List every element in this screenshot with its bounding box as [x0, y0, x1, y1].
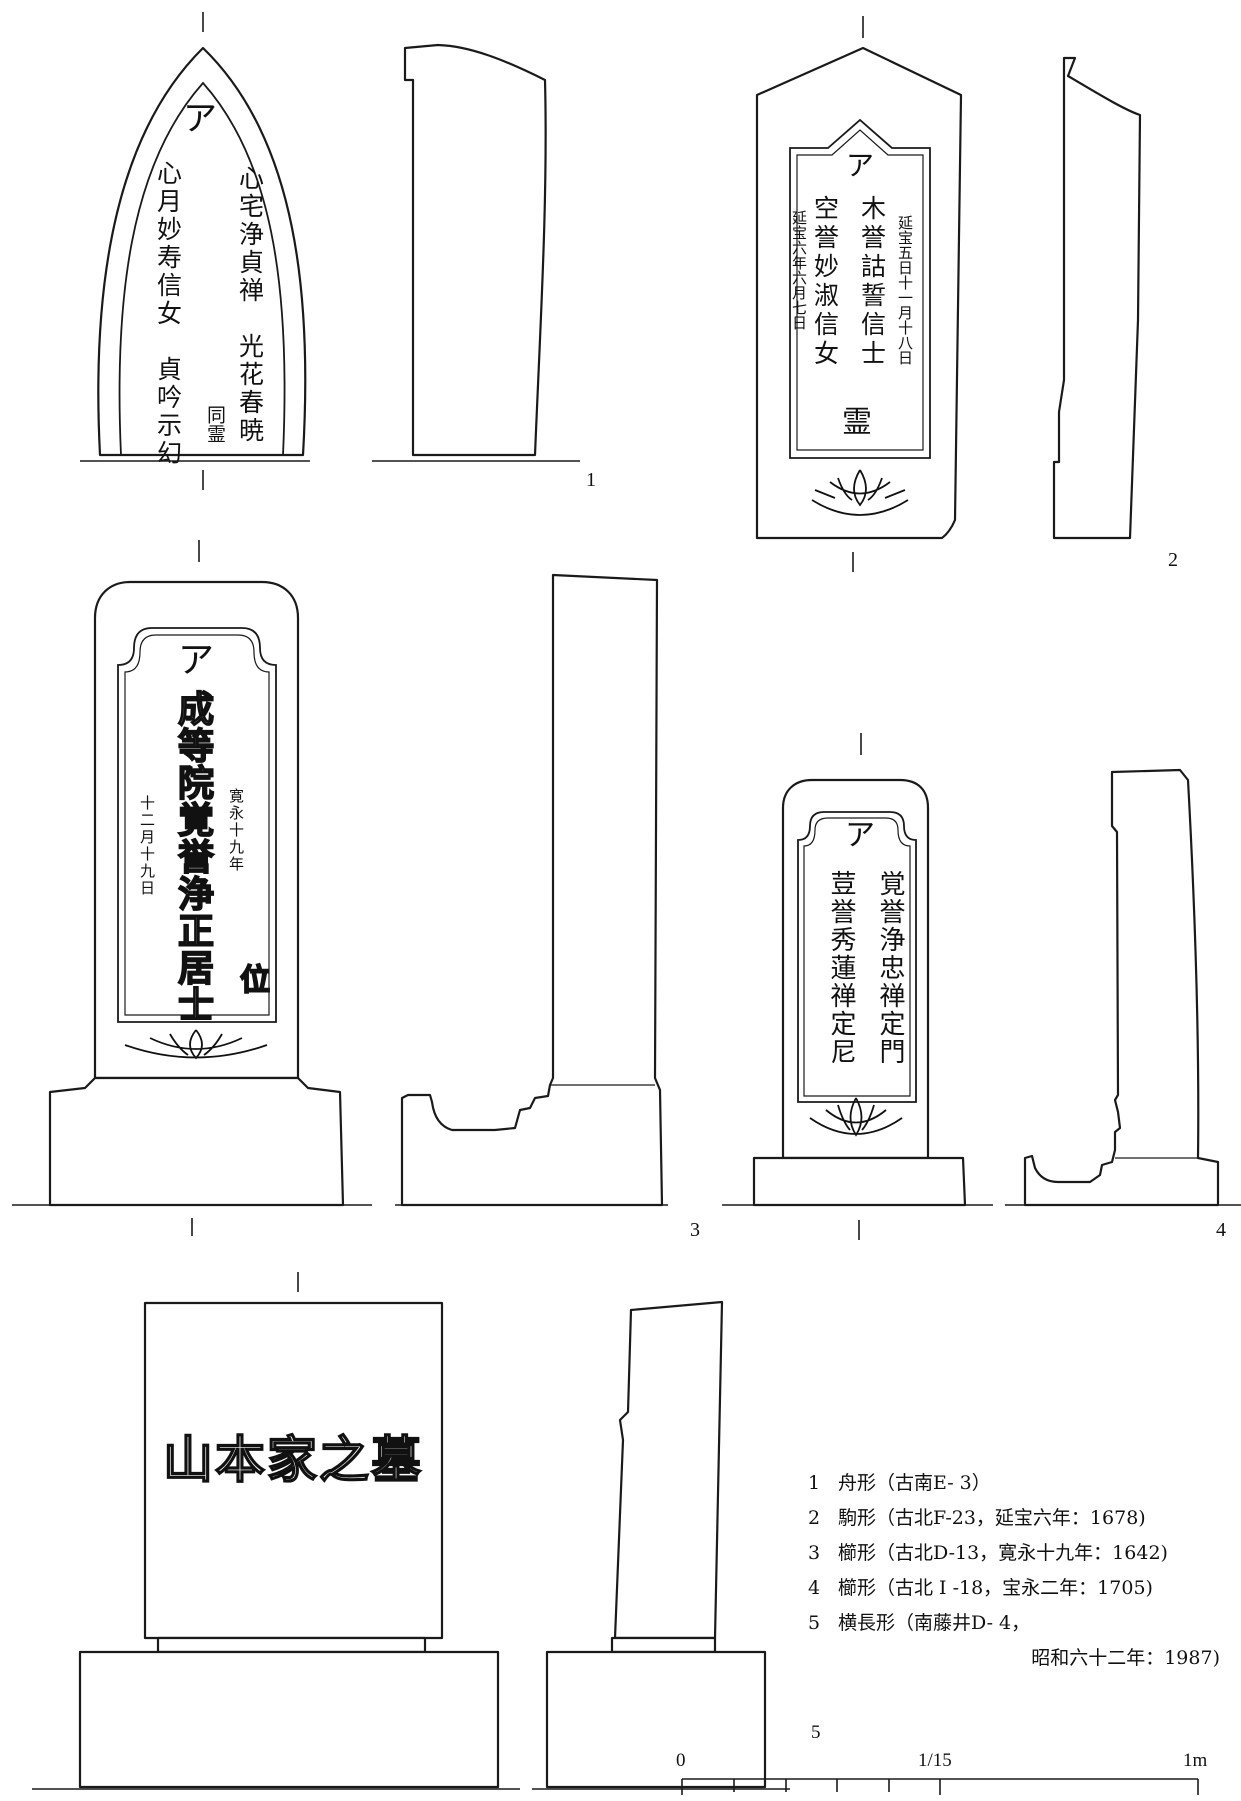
stone-5-side — [613, 1300, 724, 1640]
stone-base — [78, 1650, 500, 1789]
figure-number: 3 — [690, 1219, 700, 1241]
legend-item: 2 駒形（古北F-23，延宝六年：1678) — [808, 1501, 1228, 1536]
inscription-right: 木誉詁誓信士 — [858, 195, 887, 369]
date-left: 十二月十九日 — [138, 795, 156, 897]
stone-4-front: ア 覚誉浄忠禅定門 荳誉秀蓮禅定尼 — [752, 733, 967, 1240]
stone-1-front: ア 心宅浄貞禅 光花春暁 心月妙寿信女 貞吟示幻 同霊 — [97, 12, 307, 490]
figure-number: 1 — [586, 469, 596, 491]
stone-1-side — [403, 43, 547, 457]
figure-number: 4 — [1216, 1219, 1226, 1241]
stone-3-side — [400, 573, 664, 1207]
legend-number: 5 — [808, 1612, 821, 1634]
siddham-glyph: ア — [178, 640, 214, 681]
inscription-main: 山本家之墓 — [163, 1430, 423, 1489]
stone-body — [143, 1301, 444, 1640]
legend-item: 3 櫛形（古北D-13，寛永十九年：1642) — [808, 1536, 1228, 1571]
legend-text: 横長形（南藤井D- 4， — [838, 1612, 1031, 1634]
date-left: 延宝六年六月七日 — [790, 210, 808, 330]
legend-text: 櫛形（古北D-13，寛永十九年：1642) — [838, 1542, 1168, 1564]
date-right: 寛永十九年 — [227, 788, 245, 873]
stone-2-side — [1052, 56, 1142, 540]
legend-item: 4 櫛形（古北 I -18，宝永二年：1705) — [808, 1571, 1228, 1606]
legend-item: 1 舟形（古南E- 3） — [808, 1466, 1228, 1501]
siddham-glyph: ア — [183, 99, 217, 139]
scale-bar — [681, 1778, 1199, 1795]
inscription-right: 心宅浄貞禅 光花春暁 — [236, 165, 265, 445]
legend-number: 2 — [808, 1507, 821, 1529]
inscription-bottom: 霊 — [842, 405, 872, 440]
legend-number: 1 — [808, 1472, 821, 1494]
stone-joint — [156, 1636, 427, 1654]
legend-number: 3 — [808, 1542, 821, 1564]
inscription-left: 空誉妙淑信女 — [811, 195, 840, 369]
stone-base — [752, 1156, 967, 1207]
figure-legend: 1 舟形（古南E- 3） 2 駒形（古北F-23，延宝六年：1678) 3 櫛形（古北… — [808, 1466, 1228, 1676]
legend-item: 5 横長形（南藤井D- 4， — [808, 1606, 1228, 1641]
stone-base — [48, 1076, 345, 1207]
stone-4-side — [1023, 768, 1220, 1207]
stone-base — [545, 1650, 767, 1789]
date-right: 延宝五日十一月十八日 — [896, 215, 914, 365]
stone-5-front: 山本家之墓 — [78, 1272, 500, 1789]
stone-3-front: ア 成等院覚誉浄正居士 位 寛永十九年 十二月十九日 — [48, 540, 345, 1236]
inscription-left: 荳誉秀蓮禅定尼 — [826, 870, 856, 1066]
scale-end-label: 1m — [1183, 1750, 1208, 1771]
stone-joint — [610, 1636, 717, 1654]
stone-2-front: ア 延宝五日十一月十八日 木誉詁誓信士 空誉妙淑信女 延宝六年六月七日 霊 — [755, 16, 963, 572]
legend-number: 4 — [808, 1577, 821, 1599]
legend-continuation: 昭和六十二年：1987) — [1031, 1647, 1220, 1669]
lotus-carving — [124, 1029, 268, 1060]
scale-zero-label: 0 — [676, 1750, 686, 1771]
legend-text: 櫛形（古北 I -18，宝永二年：1705) — [838, 1577, 1153, 1599]
figure-number: 5 — [811, 1722, 821, 1743]
lotus-carving — [811, 469, 909, 516]
legend-text: 舟形（古南E- 3） — [838, 1472, 991, 1494]
scale-ratio-label: 1/15 — [918, 1750, 952, 1771]
inscription-left: 心月妙寿信女 貞吟示幻 — [154, 160, 183, 468]
inscription-bottom: 位 — [240, 963, 270, 998]
figure-number: 2 — [1168, 549, 1178, 571]
inscription-small: 同霊 — [204, 405, 226, 443]
siddham-glyph: ア — [846, 149, 874, 182]
lotus-carving — [809, 1097, 903, 1137]
inscription-right: 覚誉浄忠禅定門 — [875, 870, 905, 1066]
legend-text: 駒形（古北F-23，延宝六年：1678) — [838, 1507, 1146, 1529]
inscription-main: 成等院覚誉浄正居士 — [172, 690, 214, 1023]
siddham-glyph: ア — [845, 818, 875, 853]
